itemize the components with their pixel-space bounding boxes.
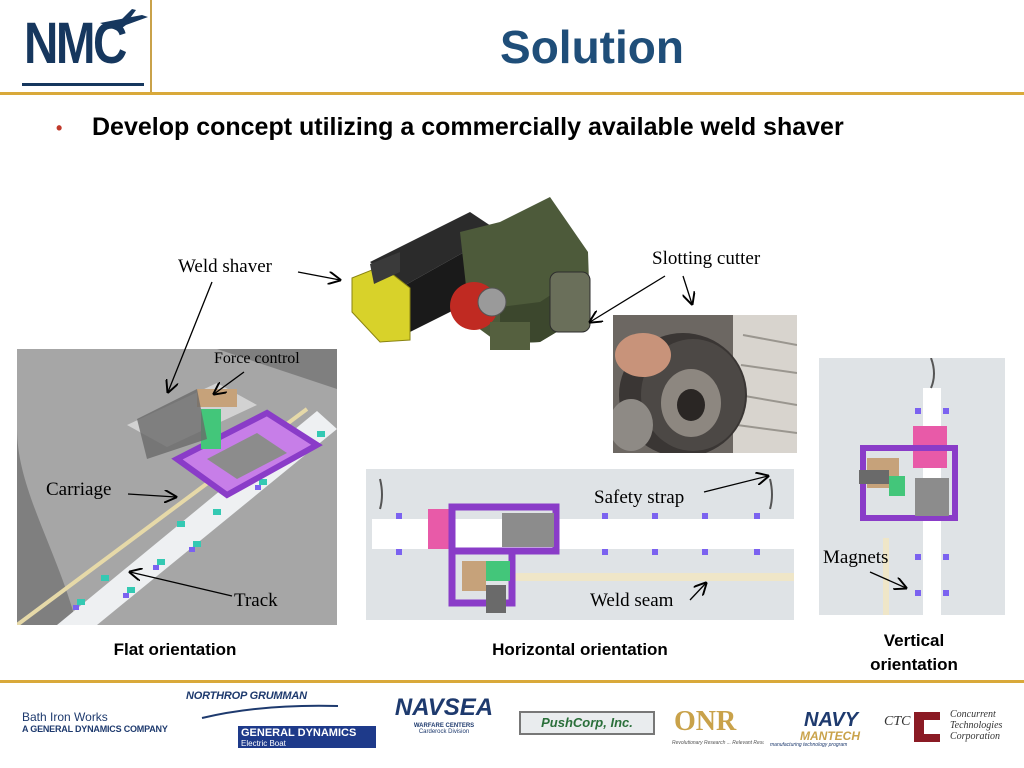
navsea-sub1: WARFARE CENTERS: [413, 723, 475, 729]
caption-flat: Flat orientation: [113, 640, 237, 659]
label-safety-strap: Safety strap: [594, 487, 685, 508]
biw-sub: A GENERAL DYNAMICS COMPANY: [22, 724, 168, 734]
northrop-swoosh-icon: [201, 704, 339, 719]
ctc-name-2: Technologies: [950, 720, 1003, 731]
logo-northrop-grumman: NORTHROP GRUMMAN: [186, 690, 307, 702]
logo-divider: [150, 0, 152, 92]
horizontal-orientation-image: [366, 469, 794, 620]
vertical-orientation-image: [819, 358, 1005, 615]
ctc-emblem-icon: [914, 712, 940, 742]
ctc-name-3: Corporation: [950, 731, 1001, 742]
biw-name: Bath Iron Works: [22, 710, 108, 724]
slotting-cutter-photo: [613, 315, 797, 453]
title-rule: [0, 92, 1024, 95]
footer-rule: [0, 680, 1024, 683]
logo-text: NMC: [24, 11, 127, 76]
logo-ctc: CTC: [884, 714, 911, 729]
logo-bath-iron-works: Bath Iron Works A GENERAL DYNAMICS COMPA…: [22, 710, 198, 734]
bullet-marker: •: [56, 118, 63, 138]
label-magnets: Magnets: [823, 547, 889, 568]
mantech-text: MANTECH: [800, 729, 860, 743]
label-force-control: Force control: [214, 350, 300, 367]
label-weld-shaver: Weld shaver: [178, 256, 272, 277]
caption-vertical-1: Vertical: [883, 631, 945, 650]
navsea-sub2: Carderock Division: [418, 729, 470, 735]
logo-navsea: NAVSEA WARFARE CENTERS Carderock Divisio…: [392, 694, 496, 736]
bullet-text: Develop concept utilizing a commercially…: [92, 113, 844, 141]
navsea-name: NAVSEA: [394, 694, 494, 721]
label-carriage: Carriage: [46, 479, 112, 500]
navy-text: NAVY: [804, 709, 859, 731]
ctc-name-1: Concurrent: [950, 709, 996, 720]
logo-onr: ONR: [674, 706, 737, 737]
logo-navy-mantech: NAVY MANTECH manufacturing technology pr…: [770, 710, 876, 748]
gd-name: GENERAL DYNAMICS: [241, 727, 357, 739]
nmc-logo: NMC: [22, 5, 150, 89]
gd-sub: Electric Boat: [241, 739, 286, 748]
mantech-sub: manufacturing technology program: [770, 742, 848, 748]
caption-vertical-2: orientation: [870, 655, 958, 674]
logo-pushcorp: PushCorp, Inc.: [519, 711, 655, 735]
jet-icon: [100, 9, 148, 31]
label-track: Track: [234, 590, 278, 611]
weld-shaver-image: [351, 197, 591, 350]
ctc-name: Concurrent Technologies Corporation: [950, 709, 1002, 742]
onr-sub: Revolutionary Research ... Relevant Resu…: [672, 740, 764, 746]
label-slotting-cutter: Slotting cutter: [652, 248, 761, 269]
caption-horizontal: Horizontal orientation: [492, 640, 668, 659]
label-weld-seam: Weld seam: [590, 590, 674, 611]
logo-general-dynamics: GENERAL DYNAMICS Electric Boat: [238, 726, 376, 748]
logo-underline: [22, 83, 144, 86]
page-title: Solution: [500, 21, 684, 73]
